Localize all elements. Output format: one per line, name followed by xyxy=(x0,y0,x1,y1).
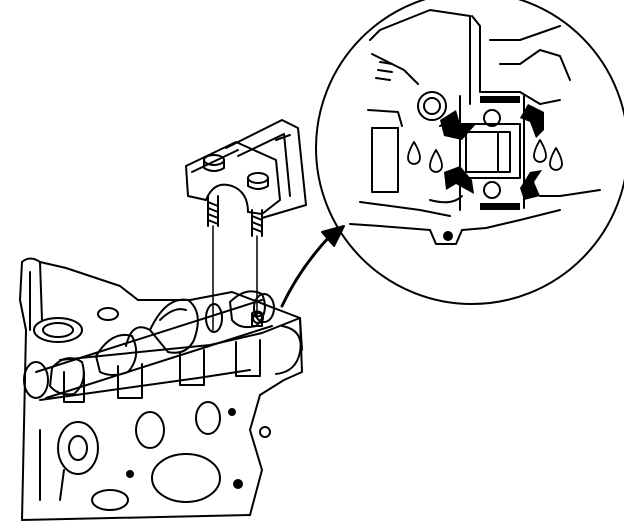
detail-callout xyxy=(315,0,624,305)
cylinder-head xyxy=(19,257,303,521)
callout-arrow xyxy=(280,225,345,308)
camshaft xyxy=(35,290,275,399)
detail-arrows xyxy=(440,104,544,200)
oil-drops xyxy=(407,139,563,173)
camshaft-bearing-cap xyxy=(185,119,307,331)
sealant-band-bottom xyxy=(480,203,520,210)
sealant-band-top xyxy=(480,96,520,103)
